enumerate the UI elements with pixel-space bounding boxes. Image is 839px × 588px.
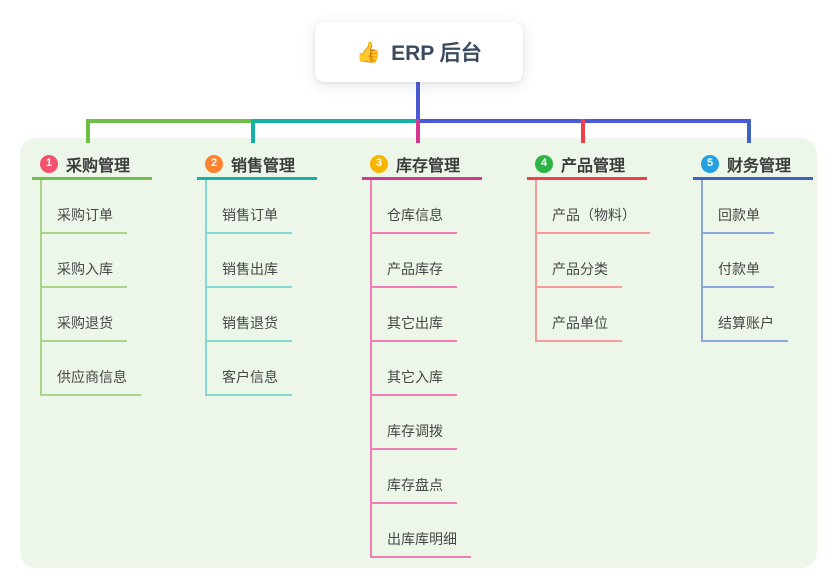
connector-drop-sales bbox=[251, 119, 255, 143]
tree-node[interactable]: 仓库信息 bbox=[370, 180, 522, 234]
branch-spine-line bbox=[701, 180, 703, 342]
tree-node[interactable]: 产品（物料） bbox=[535, 180, 687, 234]
tree-node-label: 客户信息 bbox=[205, 367, 292, 396]
branch-children-inventory: 仓库信息产品库存其它出库其它入库库存调拨库存盘点出库库明细 bbox=[362, 180, 522, 558]
branch-header-purchase[interactable]: 1 采购管理 bbox=[32, 150, 152, 180]
connector-horizontal-left bbox=[86, 119, 253, 123]
branch-column-purchase: 1 采购管理 采购订单采购入库采购退货供应商信息 bbox=[32, 150, 192, 396]
branch-column-inventory: 3 库存管理 仓库信息产品库存其它出库其它入库库存调拨库存盘点出库库明细 bbox=[362, 150, 522, 558]
tree-node[interactable]: 销售出库 bbox=[205, 234, 357, 288]
branch-column-product: 4 产品管理 产品（物料） 产品分类产品单位 bbox=[527, 150, 687, 342]
branch-column-sales: 2 销售管理 销售订单销售出库销售退货客户信息 bbox=[197, 150, 357, 396]
branch-column-finance: 5 财务管理 回款单付款单结算账户 bbox=[693, 150, 839, 342]
tree-node[interactable]: 销售订单 bbox=[205, 180, 357, 234]
branch-label: 库存管理 bbox=[396, 157, 461, 175]
root-node-erp-backend[interactable]: 👍 ERP 后台 bbox=[315, 22, 523, 82]
tree-node[interactable]: 客户信息 bbox=[205, 342, 357, 396]
branch-children-purchase: 采购订单采购入库采购退货供应商信息 bbox=[32, 180, 192, 396]
tree-node-label: 库存盘点 bbox=[370, 475, 457, 504]
tree-node[interactable]: 其它出库 bbox=[370, 288, 522, 342]
connector-trunk bbox=[416, 80, 420, 121]
tree-node[interactable]: 销售退货 bbox=[205, 288, 357, 342]
branch-label: 财务管理 bbox=[727, 157, 792, 175]
tree-node[interactable]: 采购退货 bbox=[40, 288, 192, 342]
tree-node-label: 产品单位 bbox=[535, 313, 622, 342]
tree-node[interactable]: 结算账户 bbox=[701, 288, 839, 342]
branch-label: 采购管理 bbox=[66, 157, 131, 175]
tree-node-label: 出库库明细 bbox=[370, 529, 471, 558]
branch-spine-line bbox=[535, 180, 537, 342]
tree-node-label: 产品分类 bbox=[535, 259, 622, 288]
tree-node[interactable]: 回款单 bbox=[701, 180, 839, 234]
connector-drop-product bbox=[581, 119, 585, 143]
branch-number-badge: 1 bbox=[40, 154, 58, 173]
tree-node[interactable]: 产品分类 bbox=[535, 234, 687, 288]
tree-node-label: 产品库存 bbox=[370, 259, 457, 288]
branch-spine-line bbox=[40, 180, 42, 396]
root-node-label: ERP 后台 bbox=[391, 42, 482, 65]
tree-node-label: 回款单 bbox=[701, 205, 774, 234]
branch-children-sales: 销售订单销售出库销售退货客户信息 bbox=[197, 180, 357, 396]
branch-header-product[interactable]: 4 产品管理 bbox=[527, 150, 647, 180]
tree-node-label: 销售出库 bbox=[205, 259, 292, 288]
tree-node[interactable]: 其它入库 bbox=[370, 342, 522, 396]
connector-horizontal-mid bbox=[253, 119, 418, 123]
tree-node[interactable]: 产品库存 bbox=[370, 234, 522, 288]
branch-label: 销售管理 bbox=[231, 157, 296, 175]
tree-node[interactable]: 出库库明细 bbox=[370, 504, 522, 558]
tree-node-label: 采购入库 bbox=[40, 259, 127, 288]
tree-node-label: 其它出库 bbox=[370, 313, 457, 342]
branch-children-product: 产品（物料） 产品分类产品单位 bbox=[527, 180, 687, 342]
tree-node-label: 其它入库 bbox=[370, 367, 457, 396]
branch-number-badge: 2 bbox=[205, 154, 223, 173]
tree-node[interactable]: 付款单 bbox=[701, 234, 839, 288]
branch-number-badge: 3 bbox=[370, 154, 388, 173]
tree-node[interactable]: 采购订单 bbox=[40, 180, 192, 234]
branch-spine-line bbox=[205, 180, 207, 396]
tree-node[interactable]: 供应商信息 bbox=[40, 342, 192, 396]
thumbs-up-icon: 👍 bbox=[356, 41, 382, 64]
tree-node[interactable]: 库存盘点 bbox=[370, 450, 522, 504]
branch-label: 产品管理 bbox=[561, 157, 626, 175]
tree-node-label: 付款单 bbox=[701, 259, 774, 288]
branch-header-sales[interactable]: 2 销售管理 bbox=[197, 150, 317, 180]
tree-node-label: 仓库信息 bbox=[370, 205, 457, 234]
tree-node-label: 结算账户 bbox=[701, 313, 788, 342]
branch-number-badge: 5 bbox=[701, 154, 719, 173]
tree-node-label: 产品（物料） bbox=[535, 205, 650, 234]
tree-node[interactable]: 库存调拨 bbox=[370, 396, 522, 450]
tree-node-label: 销售订单 bbox=[205, 205, 292, 234]
tree-node[interactable]: 采购入库 bbox=[40, 234, 192, 288]
branch-header-inventory[interactable]: 3 库存管理 bbox=[362, 150, 482, 180]
tree-node-label: 供应商信息 bbox=[40, 367, 141, 396]
branch-header-finance[interactable]: 5 财务管理 bbox=[693, 150, 813, 180]
connector-drop-finance bbox=[747, 119, 751, 143]
connector-drop-inventory bbox=[416, 119, 420, 143]
branch-number-badge: 4 bbox=[535, 154, 553, 173]
background-panel bbox=[20, 138, 817, 568]
connector-drop-purchase bbox=[86, 119, 90, 143]
branch-children-finance: 回款单付款单结算账户 bbox=[693, 180, 839, 342]
tree-node[interactable]: 产品单位 bbox=[535, 288, 687, 342]
branch-spine-line bbox=[370, 180, 372, 558]
tree-node-label: 库存调拨 bbox=[370, 421, 457, 450]
tree-node-label: 采购退货 bbox=[40, 313, 127, 342]
tree-node-label: 销售退货 bbox=[205, 313, 292, 342]
tree-node-label: 采购订单 bbox=[40, 205, 127, 234]
